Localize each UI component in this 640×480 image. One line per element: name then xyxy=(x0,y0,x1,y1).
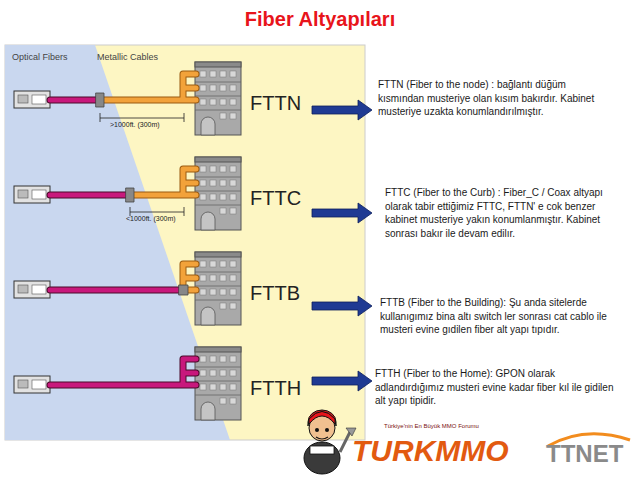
page-title: Fiber Altyapıları xyxy=(0,8,640,31)
region-label: Metallic Cables xyxy=(97,52,187,62)
row-label: FTTB xyxy=(250,282,310,305)
row-label: FTTC xyxy=(250,187,310,210)
mascot-figure xyxy=(304,410,356,474)
description-note: FTTC (Fiber to the Curb) : Fiber_C / Coa… xyxy=(385,186,613,240)
row-label: FTTH xyxy=(250,377,310,400)
dimension-label: <1000ft. (300m) xyxy=(126,215,206,223)
description-note: FTTN (Fiber to the node) : bağlantı düğü… xyxy=(378,78,610,119)
logo-wordmark: TTNET xyxy=(546,440,636,468)
dimension-label: >1000ft. (300m) xyxy=(110,121,190,129)
logo-wordmark: TURKMMO xyxy=(352,434,522,469)
description-note: FTTB (Fiber to the Building): Şu anda si… xyxy=(380,296,620,337)
description-note: FTTH (Fiber to the Home): GPON olarak ad… xyxy=(375,367,620,408)
region-label: Optical Fibers xyxy=(12,52,92,62)
logo-tagline: Türkiye'nin En Büyük MMO Forumu xyxy=(384,423,534,430)
row-label: FTTN xyxy=(250,92,310,115)
